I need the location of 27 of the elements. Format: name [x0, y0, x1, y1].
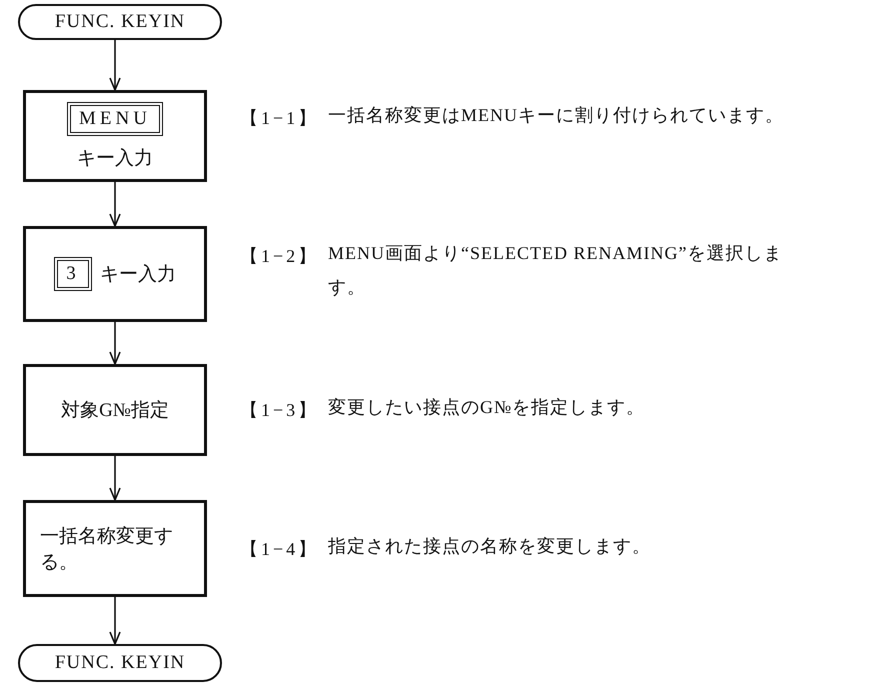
step-description: 指定された接点の名称を変更します。 — [328, 534, 652, 558]
step-number: 【1−3】 — [240, 399, 320, 422]
keycap-icon: 3 — [54, 257, 92, 291]
node-text: 一括名称変更する。 — [40, 524, 174, 574]
process-box — [23, 90, 207, 182]
arrow — [109, 40, 121, 91]
step-number: 【1−2】 — [240, 245, 320, 268]
keycap-icon: MENU — [67, 102, 163, 136]
step-description: MENU画面より“SELECTED RENAMING”を選択します。 — [328, 242, 784, 299]
arrow — [109, 322, 121, 365]
terminal-node — [18, 4, 222, 40]
arrow — [109, 182, 121, 227]
node-text: FUNC. KEYIN — [54, 652, 186, 674]
terminal-node — [18, 644, 222, 682]
node-text: キー入力 — [77, 146, 153, 170]
node-text: 対象G№指定 — [61, 399, 169, 423]
step-number: 【1−1】 — [240, 107, 320, 130]
process-box — [23, 364, 207, 456]
step-description: 一括名称変更はMENUキーに割り付けられています。 — [328, 104, 785, 127]
arrow — [109, 456, 121, 501]
process-box — [23, 500, 207, 597]
arrow — [109, 597, 121, 645]
step-description: 変更したい接点のG№を指定します。 — [328, 396, 646, 419]
process-box — [23, 226, 207, 322]
node-text: FUNC. KEYIN — [54, 11, 186, 33]
step-number: 【1−4】 — [240, 538, 320, 560]
node-text: キー入力 — [100, 263, 176, 287]
